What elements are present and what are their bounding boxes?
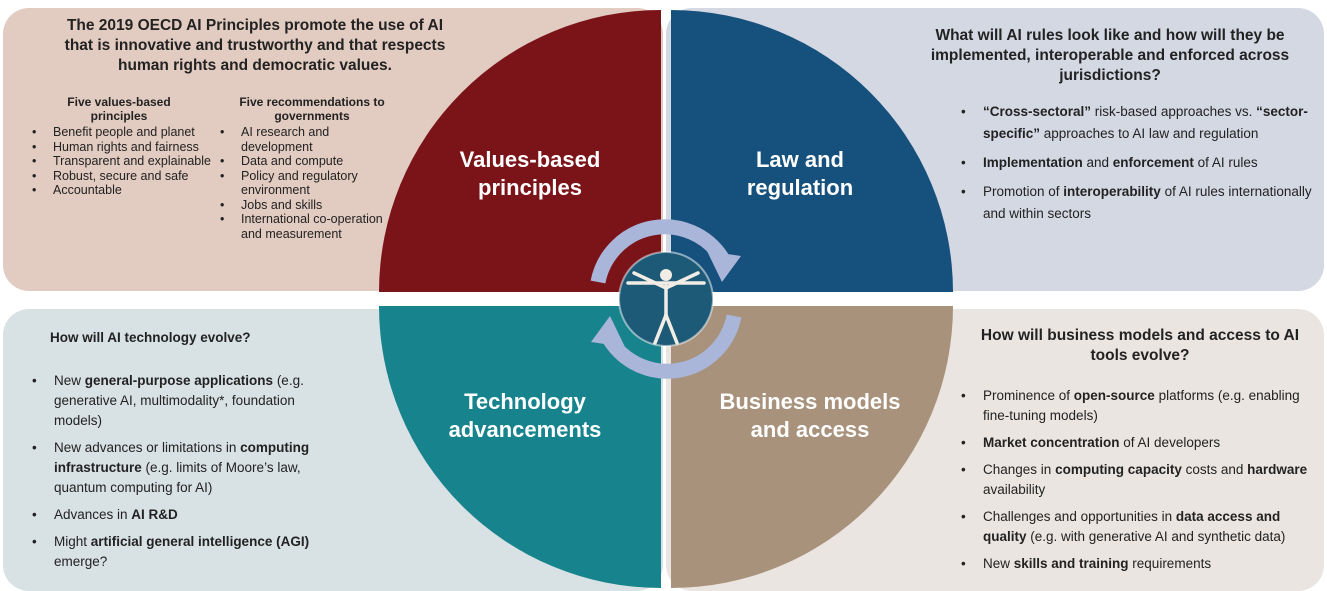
list-item: Implementation and enforcement of AI rul…: [955, 152, 1315, 174]
law-list: “Cross-sectoral” risk-based approaches v…: [955, 101, 1315, 232]
principles-list: Benefit people and planet Human rights a…: [26, 125, 226, 198]
cycle-arrows-icon: [590, 219, 742, 379]
business-panel-title: How will business models and access to A…: [980, 327, 1300, 364]
recommendations-list: AI research and development Data and com…: [214, 125, 399, 241]
business-list: Prominence of open-source platforms (e.g…: [955, 386, 1325, 581]
law-quadrant-label: Law and regulation: [746, 147, 854, 200]
list-item: Transparent and explainable: [26, 154, 226, 169]
recommendations-heading: Five recommendations to governments: [239, 95, 385, 123]
list-item: Market concentration of AI developers: [955, 433, 1325, 453]
list-item: Policy and regulatory environment: [214, 169, 399, 198]
list-item: Promotion of interoperability of AI rule…: [955, 181, 1315, 225]
list-item: Human rights and fairness: [26, 140, 226, 155]
tech-quadrant: [379, 306, 661, 588]
law-quadrant: [671, 10, 953, 292]
list-item: “Cross-sectoral” risk-based approaches v…: [955, 101, 1315, 145]
list-item: Robust, secure and safe: [26, 169, 226, 184]
principles-heading: Five values-based principles: [67, 95, 171, 123]
list-item: Prominence of open-source platforms (e.g…: [955, 386, 1325, 426]
list-item: Challenges and opportunities in data acc…: [955, 507, 1325, 547]
list-item: Benefit people and planet: [26, 125, 226, 140]
values-quadrant: [379, 10, 661, 292]
list-item: Might artificial general intelligence (A…: [26, 532, 346, 572]
list-item: AI research and development: [214, 125, 399, 154]
list-item: Accountable: [26, 183, 226, 198]
list-item: Data and compute: [214, 154, 399, 169]
business-quadrant: [671, 306, 953, 588]
list-item: Jobs and skills: [214, 198, 399, 213]
tech-list: New general-purpose applications (e.g. g…: [26, 371, 346, 579]
values-panel-title: The 2019 OECD AI Principles promote the …: [64, 17, 446, 74]
list-item: Changes in computing capacity costs and …: [955, 460, 1325, 500]
list-item: New general-purpose applications (e.g. g…: [26, 371, 346, 431]
list-item: New advances or limitations in computing…: [26, 438, 346, 498]
tech-quadrant-label: Technology advancements: [448, 389, 602, 442]
vitruvian-figure-icon: [618, 251, 714, 347]
list-item: Advances in AI R&D: [26, 505, 346, 525]
business-quadrant-label: Business models and access: [719, 389, 901, 442]
tech-panel-title: How will AI technology evolve?: [50, 330, 251, 345]
list-item: New skills and training requirements: [955, 554, 1325, 574]
law-panel-title: What will AI rules look like and how wil…: [930, 27, 1290, 84]
list-item: International co-operation and measureme…: [214, 212, 399, 241]
values-quadrant-label: Values-based principles: [459, 147, 601, 200]
